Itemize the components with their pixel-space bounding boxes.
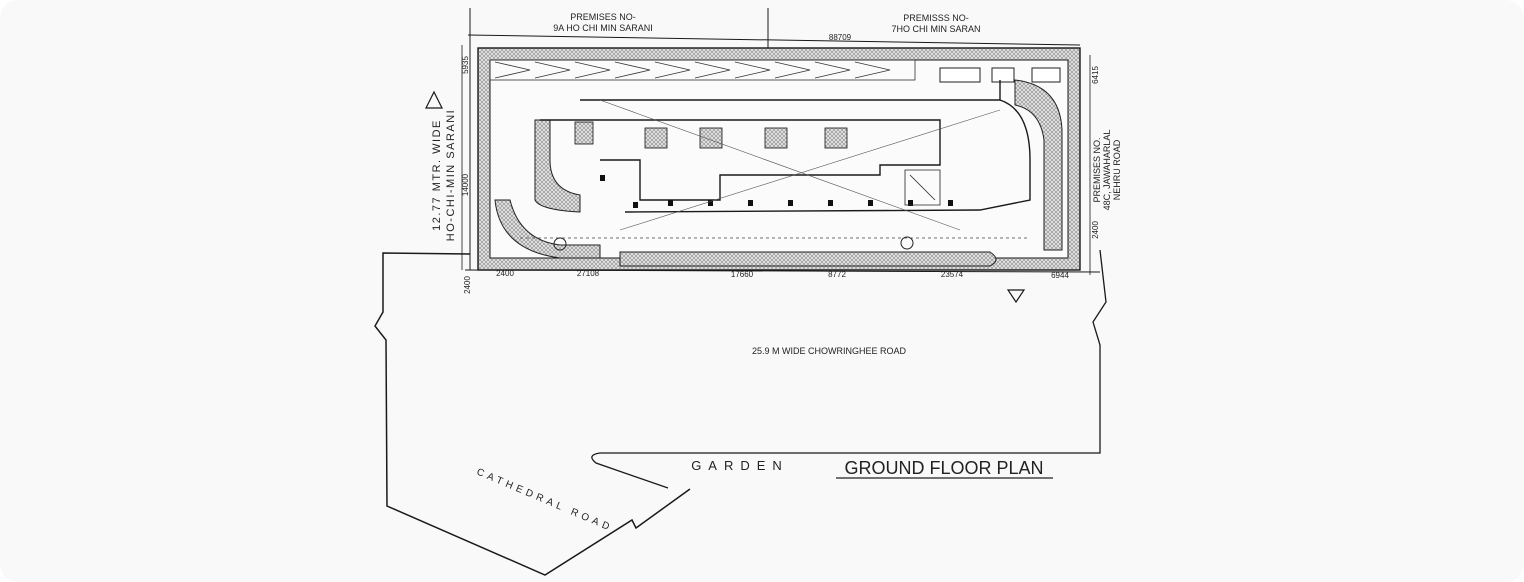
plan-title: GROUND FLOOR PLAN xyxy=(844,458,1043,478)
south-road-label: 25.9 M WIDE CHOWRINGHEE ROAD xyxy=(752,346,907,356)
west-road-line1: 12.77 MTR. WIDE xyxy=(431,119,443,231)
dimension-left-2: 2400 xyxy=(463,276,472,294)
building-footprint xyxy=(477,47,1081,271)
premises-left-line2: 9A HO CHI MIN SARANI xyxy=(553,23,653,33)
dimension-left-0: 5935 xyxy=(461,56,470,74)
entry-marker-icon xyxy=(425,90,443,109)
west-road-line2: HO-CHI-MIN SARANI xyxy=(445,109,457,241)
garden-label: GARDEN xyxy=(691,458,789,473)
premises-right-line1: PREMISSS NO- xyxy=(903,13,969,23)
premises-left-line1: PREMISES NO- xyxy=(570,12,636,22)
site-boundary-west xyxy=(374,252,691,576)
dimension-top: 88709 xyxy=(829,33,852,42)
dimension-right-0: 6415 xyxy=(1091,66,1100,84)
garden-boundary xyxy=(591,249,1107,489)
dimension-bottom-3: 8772 xyxy=(828,270,846,279)
exit-marker-icon xyxy=(1006,289,1026,304)
dimension-bottom-0: 2400 xyxy=(496,269,514,278)
dimension-left-1: 14000 xyxy=(461,173,470,196)
dimension-bottom-1: 27108 xyxy=(577,269,600,278)
top-dimension-line xyxy=(467,34,1081,46)
premises-east-line1: PREMISES NO. xyxy=(1092,137,1102,202)
premises-east-line3: NEHRU ROAD xyxy=(1112,139,1122,200)
cathedral-road-label: CATHEDRAL ROAD xyxy=(475,467,615,535)
dimension-bottom-4: 23574 xyxy=(941,270,964,279)
dimension-bottom-5: 6944 xyxy=(1051,271,1069,280)
premises-east-line2: 48C, JAWAHARLAL xyxy=(1102,130,1112,211)
dimension-right-1: 2400 xyxy=(1091,221,1100,239)
dimension-bottom-2: 17660 xyxy=(731,270,754,279)
premises-right-line2: 7HO CHI MIN SARAN xyxy=(891,24,980,34)
